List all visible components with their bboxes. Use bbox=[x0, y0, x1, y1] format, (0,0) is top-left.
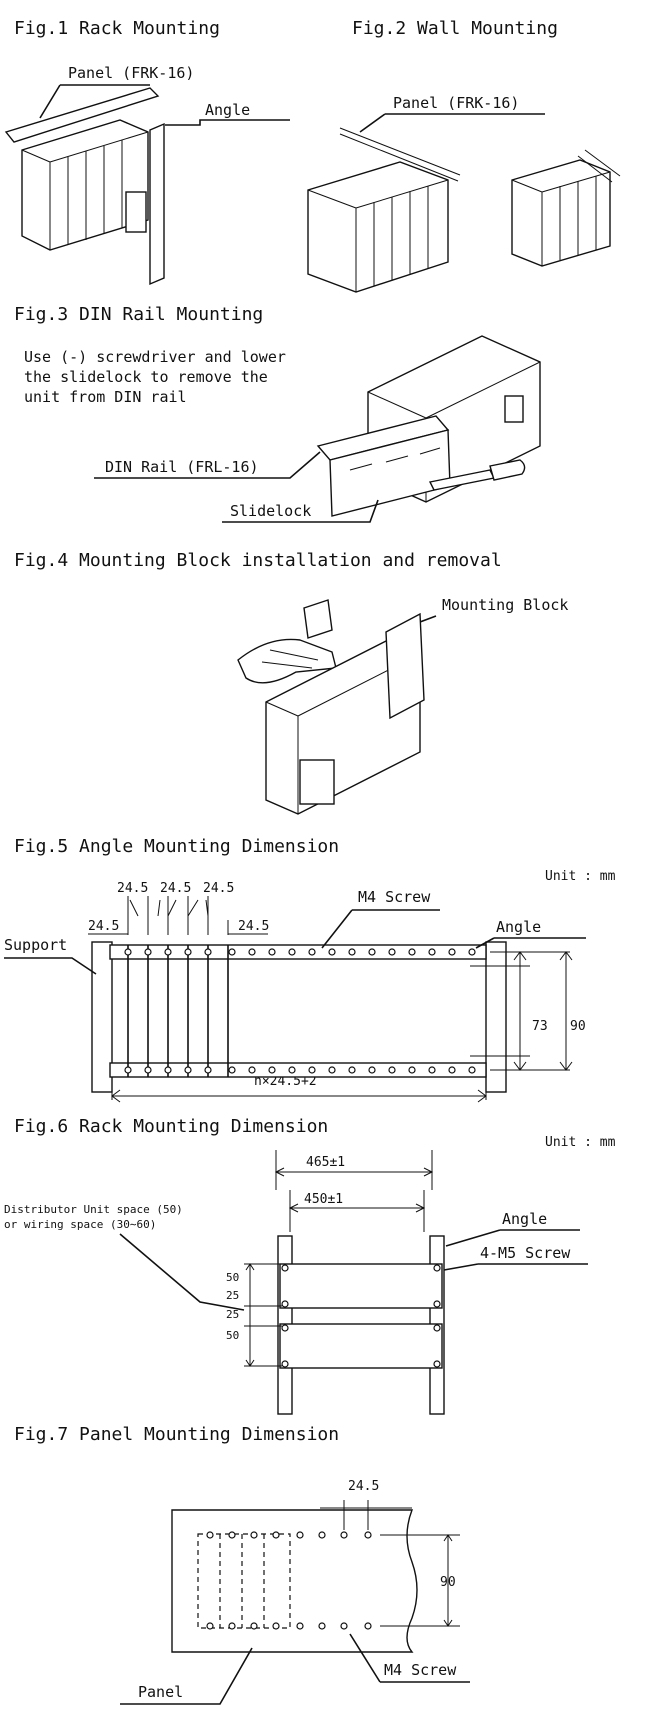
fig3-din-rail-label: DIN Rail (FRL-16) bbox=[105, 458, 259, 476]
fig2-panel-label: Panel (FRK-16) bbox=[393, 94, 519, 112]
fig6-distributor-line-1: Distributor Unit space (50) bbox=[4, 1203, 183, 1216]
fig1-angle-label: Angle bbox=[205, 101, 250, 119]
fig7-panel-drawing bbox=[120, 1500, 470, 1705]
fig3-slidelock-label: Slidelock bbox=[230, 502, 311, 520]
fig5-top-screw-holes bbox=[124, 948, 476, 956]
fig7-panel-label: Panel bbox=[138, 1683, 183, 1701]
fig5-dim-outer: 90 bbox=[570, 1019, 586, 1034]
fig2-wall-drawing bbox=[307, 113, 621, 293]
fig7-panel-mounting-dimension: Fig.7 Panel Mounting Dimension 24.5 90 P… bbox=[14, 1424, 470, 1705]
fig4-mounting-block: Fig.4 Mounting Block installation and re… bbox=[14, 550, 568, 815]
fig6-height-3: 25 bbox=[226, 1308, 239, 1321]
fig6-height-2: 25 bbox=[226, 1289, 239, 1302]
fig4-block-drawing bbox=[237, 599, 437, 815]
fig5-pitch-label-2: 24.5 bbox=[160, 881, 191, 896]
fig4-title: Fig.4 Mounting Block installation and re… bbox=[14, 550, 502, 571]
fig6-rack-mounting-dimension: Fig.6 Rack Mounting Dimension Unit : mm … bbox=[4, 1116, 616, 1415]
fig1-panel-label: Panel (FRK-16) bbox=[68, 64, 194, 82]
fig5-angle-mounting-dimension: Fig.5 Angle Mounting Dimension Unit : mm… bbox=[4, 836, 616, 1103]
fig6-unit: Unit : mm bbox=[545, 1135, 616, 1150]
fig5-dim-inner: 73 bbox=[532, 1019, 548, 1034]
fig4-block-label: Mounting Block bbox=[442, 596, 568, 614]
fig6-height-1: 50 bbox=[226, 1271, 239, 1284]
fig5-support-label: Support bbox=[4, 936, 67, 954]
fig2-title: Fig.2 Wall Mounting bbox=[352, 18, 558, 39]
fig6-height-4: 50 bbox=[226, 1329, 239, 1342]
fig1-rack-mounting: Fig.1 Rack Mounting Panel (FRK-16) Angle bbox=[4, 18, 290, 286]
fig3-note-line-1: Use (-) screwdriver and lower bbox=[24, 348, 286, 366]
fig1-rack-drawing bbox=[4, 84, 290, 286]
fig3-title: Fig.3 DIN Rail Mounting bbox=[14, 304, 263, 325]
fig3-din-rail-mounting: Fig.3 DIN Rail Mounting Use (-) screwdri… bbox=[14, 304, 541, 523]
fig5-unit: Unit : mm bbox=[545, 869, 616, 884]
fig3-din-rail-drawing bbox=[94, 335, 541, 523]
fig6-outer-width: 465±1 bbox=[306, 1155, 345, 1170]
fig5-angle-label: Angle bbox=[496, 918, 541, 936]
fig5-title: Fig.5 Angle Mounting Dimension bbox=[14, 836, 339, 857]
fig2-wall-mounting: Fig.2 Wall Mounting Panel (FRK-16) bbox=[307, 18, 621, 293]
fig5-screw-label: M4 Screw bbox=[358, 888, 431, 906]
fig6-screw-label: 4-M5 Screw bbox=[480, 1244, 571, 1262]
fig6-rack-drawing bbox=[119, 1150, 588, 1415]
fig6-angle-label: Angle bbox=[502, 1210, 547, 1228]
fig7-screw-label: M4 Screw bbox=[384, 1661, 457, 1679]
fig1-title: Fig.1 Rack Mounting bbox=[14, 18, 220, 39]
fig5-pitch-label-1: 24.5 bbox=[117, 881, 148, 896]
fig5-length-formula: n×24.5+2 bbox=[254, 1074, 317, 1089]
fig5-left-pitch: 24.5 bbox=[88, 919, 119, 934]
fig7-title: Fig.7 Panel Mounting Dimension bbox=[14, 1424, 339, 1445]
fig7-pitch: 24.5 bbox=[348, 1479, 379, 1494]
fig5-angle-drawing bbox=[4, 896, 586, 1103]
fig6-inner-width: 450±1 bbox=[304, 1192, 343, 1207]
fig5-bottom-screw-holes bbox=[124, 1066, 476, 1074]
fig5-right-pitch: 24.5 bbox=[238, 919, 269, 934]
fig3-note-line-2: the slidelock to remove the bbox=[24, 368, 268, 386]
fig6-distributor-line-2: or wiring space (30∼60) bbox=[4, 1218, 156, 1231]
fig5-pitch-label-3: 24.5 bbox=[203, 881, 234, 896]
fig3-note-line-3: unit from DIN rail bbox=[24, 388, 187, 406]
fig6-title: Fig.6 Rack Mounting Dimension bbox=[14, 1116, 328, 1137]
